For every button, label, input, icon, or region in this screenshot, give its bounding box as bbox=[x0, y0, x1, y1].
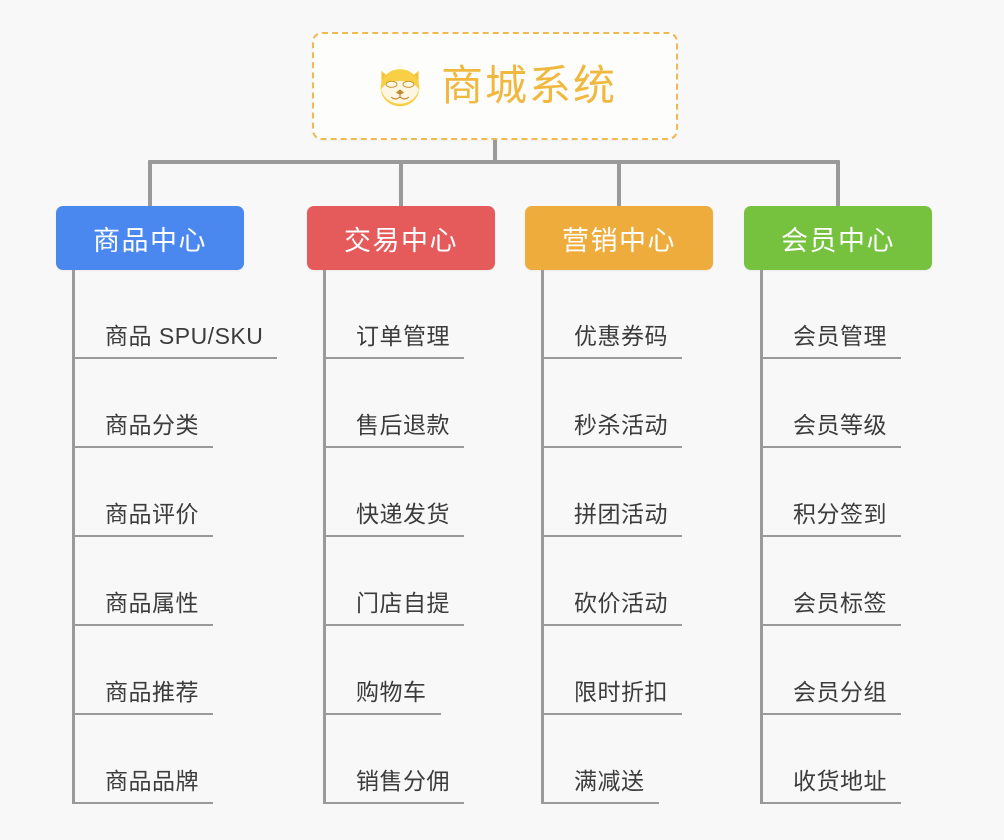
list-item[interactable]: 秒杀活动 bbox=[544, 359, 757, 448]
sub-item-label: 商品 SPU/SKU bbox=[75, 317, 278, 359]
list-item[interactable]: 商品评价 bbox=[75, 448, 288, 537]
category-header-product[interactable]: 商品中心 bbox=[56, 206, 244, 270]
sub-item-label: 会员等级 bbox=[763, 406, 901, 448]
connector-bus bbox=[148, 160, 840, 164]
connector-drop-3 bbox=[836, 162, 840, 208]
sub-item-label: 优惠券码 bbox=[544, 317, 682, 359]
sub-item-label: 商品推荐 bbox=[75, 673, 213, 715]
connector-stem bbox=[493, 140, 497, 164]
list-item[interactable]: 商品 SPU/SKU bbox=[75, 270, 288, 359]
sub-item-list: 订单管理 售后退款 快递发货 门店自提 购物车 销售分佣 bbox=[323, 270, 539, 804]
shiba-dog-icon bbox=[380, 69, 420, 107]
list-item[interactable]: 满减送 bbox=[544, 715, 757, 804]
sub-item-label: 商品属性 bbox=[75, 584, 213, 626]
list-item[interactable]: 售后退款 bbox=[326, 359, 539, 448]
sub-item-label: 收货地址 bbox=[763, 762, 901, 804]
sub-item-label: 售后退款 bbox=[326, 406, 464, 448]
sub-item-label: 商品品牌 bbox=[75, 762, 213, 804]
list-item[interactable]: 优惠券码 bbox=[544, 270, 757, 359]
sub-item-label: 限时折扣 bbox=[544, 673, 682, 715]
category-column-product: 商品中心 商品 SPU/SKU 商品分类 商品评价 商品属性 商品推荐 商品品牌 bbox=[56, 206, 288, 804]
list-item[interactable]: 商品推荐 bbox=[75, 626, 288, 715]
category-columns: 商品中心 商品 SPU/SKU 商品分类 商品评价 商品属性 商品推荐 商品品牌… bbox=[0, 206, 1004, 840]
list-item[interactable]: 销售分佣 bbox=[326, 715, 539, 804]
sub-item-list: 会员管理 会员等级 积分签到 会员标签 会员分组 收货地址 bbox=[760, 270, 976, 804]
sub-item-label: 门店自提 bbox=[326, 584, 464, 626]
list-item[interactable]: 限时折扣 bbox=[544, 626, 757, 715]
list-item[interactable]: 收货地址 bbox=[763, 715, 976, 804]
sub-item-list: 商品 SPU/SKU 商品分类 商品评价 商品属性 商品推荐 商品品牌 bbox=[72, 270, 288, 804]
sub-item-label: 订单管理 bbox=[326, 317, 464, 359]
list-item[interactable]: 购物车 bbox=[326, 626, 539, 715]
sub-item-label: 商品评价 bbox=[75, 495, 213, 537]
sub-item-label: 销售分佣 bbox=[326, 762, 464, 804]
list-item[interactable]: 拼团活动 bbox=[544, 448, 757, 537]
list-item[interactable]: 砍价活动 bbox=[544, 537, 757, 626]
category-label: 营销中心 bbox=[562, 225, 676, 256]
category-column-member: 会员中心 会员管理 会员等级 积分签到 会员标签 会员分组 收货地址 bbox=[744, 206, 976, 804]
sub-item-label: 会员标签 bbox=[763, 584, 901, 626]
sub-item-label: 满减送 bbox=[544, 762, 659, 804]
list-item[interactable]: 订单管理 bbox=[326, 270, 539, 359]
list-item[interactable]: 商品属性 bbox=[75, 537, 288, 626]
root-node[interactable]: 商城系统 bbox=[312, 32, 678, 140]
connector-drop-0 bbox=[148, 162, 152, 208]
list-item[interactable]: 商品品牌 bbox=[75, 715, 288, 804]
connector-drop-2 bbox=[617, 162, 621, 208]
category-header-marketing[interactable]: 营销中心 bbox=[525, 206, 713, 270]
sub-item-label: 会员管理 bbox=[763, 317, 901, 359]
category-header-member[interactable]: 会员中心 bbox=[744, 206, 932, 270]
list-item[interactable]: 积分签到 bbox=[763, 448, 976, 537]
category-label: 会员中心 bbox=[781, 225, 895, 256]
sub-item-label: 积分签到 bbox=[763, 495, 901, 537]
sub-item-label: 商品分类 bbox=[75, 406, 213, 448]
list-item[interactable]: 门店自提 bbox=[326, 537, 539, 626]
sub-item-label: 会员分组 bbox=[763, 673, 901, 715]
sub-item-label: 快递发货 bbox=[326, 495, 464, 537]
category-label: 交易中心 bbox=[344, 225, 458, 256]
list-item[interactable]: 商品分类 bbox=[75, 359, 288, 448]
list-item[interactable]: 会员分组 bbox=[763, 626, 976, 715]
root-title: 商城系统 bbox=[440, 62, 617, 109]
list-item[interactable]: 会员等级 bbox=[763, 359, 976, 448]
list-item[interactable]: 会员标签 bbox=[763, 537, 976, 626]
list-item[interactable]: 快递发货 bbox=[326, 448, 539, 537]
sub-item-list: 优惠券码 秒杀活动 拼团活动 砍价活动 限时折扣 满减送 bbox=[541, 270, 757, 804]
connector-drop-1 bbox=[399, 162, 403, 208]
category-column-trade: 交易中心 订单管理 售后退款 快递发货 门店自提 购物车 销售分佣 bbox=[307, 206, 539, 804]
sub-item-label: 拼团活动 bbox=[544, 495, 682, 537]
sub-item-label: 砍价活动 bbox=[544, 584, 682, 626]
category-header-trade[interactable]: 交易中心 bbox=[307, 206, 495, 270]
category-column-marketing: 营销中心 优惠券码 秒杀活动 拼团活动 砍价活动 限时折扣 满减送 bbox=[525, 206, 757, 804]
list-item[interactable]: 会员管理 bbox=[763, 270, 976, 359]
category-label: 商品中心 bbox=[93, 225, 207, 256]
sub-item-label: 秒杀活动 bbox=[544, 406, 682, 448]
sub-item-label: 购物车 bbox=[326, 673, 441, 715]
